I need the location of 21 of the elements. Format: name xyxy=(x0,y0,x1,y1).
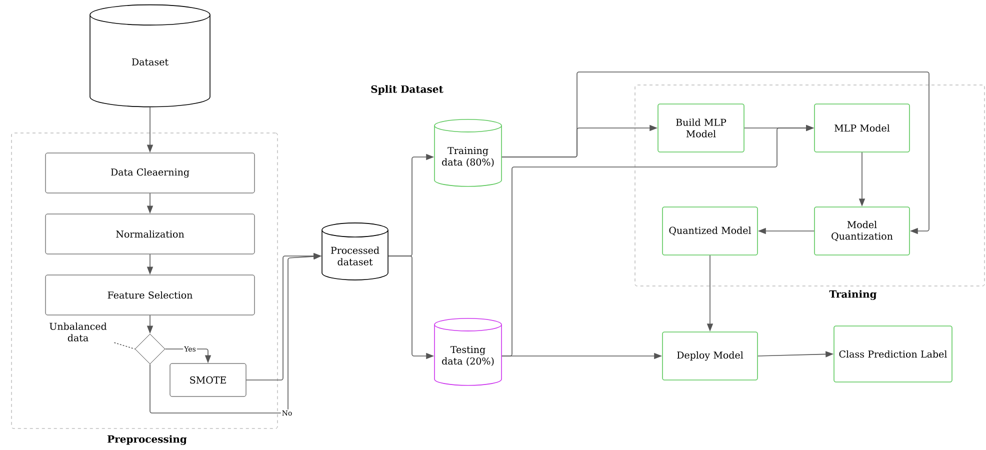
annotation-text: Unbalanced data xyxy=(50,322,107,342)
process-box: Feature Selection xyxy=(45,274,255,316)
process-box: Model Quantization xyxy=(814,206,910,256)
database-cylinder: Processed dataset xyxy=(322,222,388,280)
process-box: Deploy Model xyxy=(662,332,758,380)
database-cylinder: Training data (80%) xyxy=(434,119,502,187)
process-box: MLP Model xyxy=(814,104,910,152)
process-box: Quantized Model xyxy=(662,206,758,256)
node-label: Training xyxy=(829,290,877,300)
decision-diamond xyxy=(134,334,166,364)
process-box: Normalization xyxy=(45,214,255,254)
process-box: Class Prediction Label xyxy=(834,326,952,382)
database-cylinder: Dataset xyxy=(90,4,210,108)
arrow xyxy=(502,72,930,234)
database-cylinder: Testing data (20%) xyxy=(434,318,502,386)
leader-line xyxy=(114,342,136,350)
process-box: SMOTE xyxy=(170,363,246,397)
process-box: Data Cleaerning xyxy=(45,152,255,194)
process-box: Build MLP Model xyxy=(658,104,744,152)
section-heading: Split Dataset xyxy=(371,85,444,95)
node-label: Preprocessing xyxy=(108,435,187,445)
